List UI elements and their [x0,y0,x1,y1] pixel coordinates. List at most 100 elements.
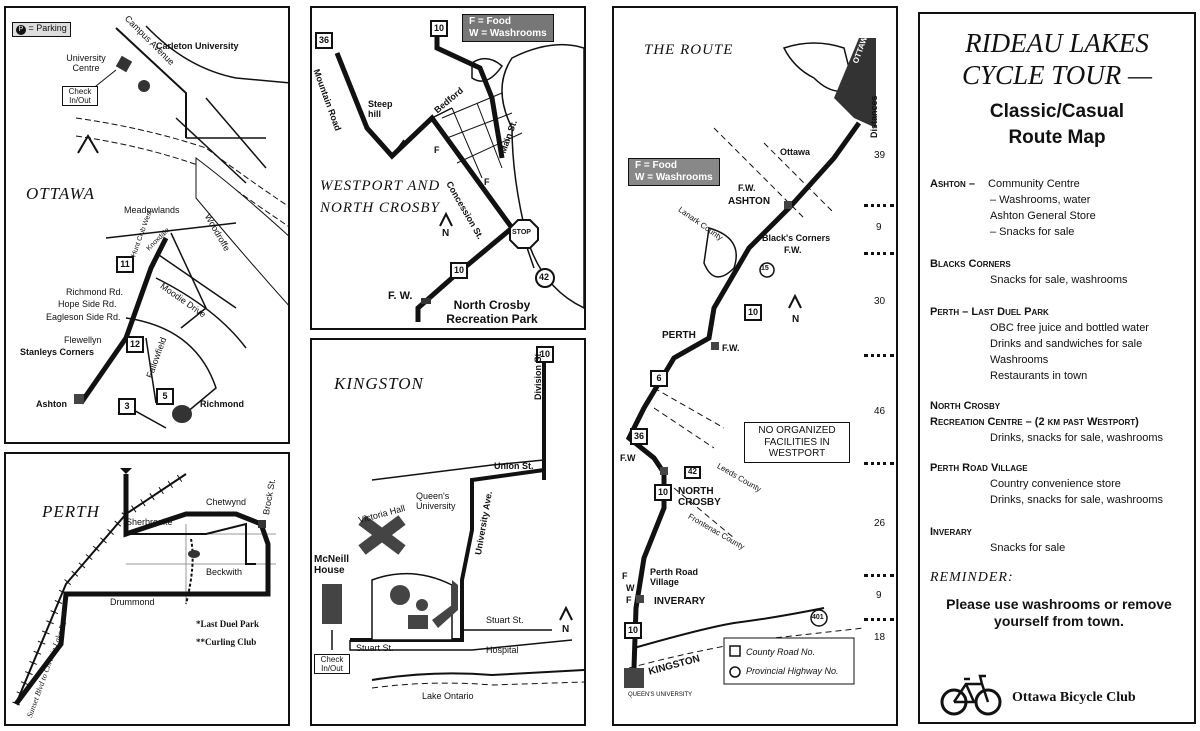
route-county-road-10-c: 10 [624,622,642,639]
westport-map-drawing [334,28,584,322]
westport-fw-marker: F. W. [388,290,413,302]
distance-4: 46 [874,406,886,417]
no-facilities-label: NO ORGANIZED FACILITIES IN WESTPORT [744,422,850,463]
perth-road-w-marker: W [626,583,635,593]
provincial-hwy-legend: Provincial Highway No. [746,666,839,676]
food-legend: F = Food [469,16,511,27]
hwy-15-label: 15 [761,265,769,272]
route-county-road-6: 6 [650,370,668,387]
ashton-label: Ashton [36,399,67,409]
legend-blacks-line-1: Snacks for sale, washrooms [990,274,1128,286]
westport-title-1: WESTPORT AND [320,178,441,194]
perth-map-drawing [12,468,276,706]
legend-section-north-crosby: North Crosby Recreation Centre – (2 km p… [930,398,1163,446]
steep-hill-label: Steep hill [368,99,393,119]
beckwith-label: Beckwith [206,567,243,577]
stuart-st-label-2: Stuart St. [356,643,394,653]
county-road-3: 3 [118,398,136,415]
lake-ontario-label: Lake Ontario [422,691,474,701]
distance-divider-5 [864,574,894,580]
ashton-fw-label: F.W. [738,183,756,193]
county-road-5: 5 [156,388,174,405]
distance-5: 26 [874,518,886,529]
hope-side-label: Hope Side Rd. [58,299,117,309]
route-food-legend: F = Food [635,160,677,171]
distance-1: 39 [874,150,886,161]
westport-county-road-10-top: 10 [430,20,448,37]
county-road-11: 11 [116,256,134,273]
perth-map-panel: PERTH Chetwynd Sherbrooke Brock St. Beck… [4,452,290,726]
mcneill-label: McNeill House [314,554,350,576]
last-duel-label: *Last Duel Park [196,619,259,629]
legend-perth-line-4: Restaurants in town [990,370,1088,382]
route-washrooms-legend: W = Washrooms [635,172,713,183]
sherbrooke-label: Sherbrooke [126,517,173,527]
distance-divider-1 [864,204,894,210]
ashton-route-label: ASHTON [728,196,771,207]
perth-road-label: Perth Road Village [650,567,699,587]
division-st-label: Division St. [533,350,543,400]
legend-subtitle-2: Route Map [1008,127,1106,148]
kingston-county-road-10: 10 [536,346,554,363]
route-title: THE ROUTE [644,42,734,58]
perth-route-label: PERTH [662,330,696,341]
chetwynd-label: Chetwynd [206,497,247,507]
blacks-corners-label: Black's Corners [762,233,831,243]
north-crosby-route-label: NORTH CROSBY [678,486,721,508]
route-county-road-10-b: 10 [654,484,672,501]
food-marker-2: F [484,177,490,187]
inverary-f-marker: F [626,595,632,605]
legend-perth-road-line-1: Country convenience store [990,478,1121,490]
rec-park-label: North Crosby Recreation Park [446,298,538,326]
bicycle-icon [940,674,1002,716]
route-hwy-42: 42 [684,466,701,479]
kingston-title: KINGSTON [334,374,424,393]
meadowlands-label: Meadowlands [124,205,180,215]
route-county-road-36: 36 [630,428,648,445]
legend-inverary-line-1: Snacks for sale [990,542,1066,554]
university-centre-label: University Centre [66,53,106,73]
kingston-north-label: N [562,624,570,635]
distance-6: 9 [876,590,882,601]
reminder-label: REMINDER: [930,570,1014,585]
reminder-text: Please use washrooms or remove yourself … [946,596,1172,629]
club-name: Ottawa Bicycle Club [1012,690,1136,705]
queens-route-label: QUEEN'S UNIVERSITY [628,692,693,698]
route-county-road-10-a: 10 [744,304,762,321]
legend-perth-head: Perth – Last Duel Park [930,306,1049,318]
distances-label: Distances [869,95,879,138]
parking-legend-text: = Parking [28,23,67,33]
legend-crosby-head-2: Recreation Centre – (2 km past Westport) [930,416,1139,428]
legend-ashton-line-1: Community Centre [988,178,1080,190]
distance-7: 18 [874,632,886,643]
stanleys-corners-label: Stanleys Corners [20,347,95,357]
queens-label: Queen's University [416,491,456,511]
richmond-label: Richmond [200,399,244,409]
distance-3: 30 [874,296,886,307]
perth-title: PERTH [42,502,100,521]
stuart-st-label-1: Stuart St. [486,615,524,625]
inverary-route-label: INVERARY [654,596,706,607]
curling-label: **Curling Club [196,637,257,647]
drummond-label: Drummond [110,597,155,607]
ottawa-title: OTTAWA [26,184,96,203]
distance-divider-2 [864,252,894,258]
hospital-label: Hospital [486,645,519,655]
check-in-out-label: Check In/Out [62,86,98,107]
legend-perth-line-3: Washrooms [990,354,1049,366]
county-road-12: 12 [126,336,144,353]
hwy-401-label: 401 [812,614,824,621]
legend-perth-line-2: Drinks and sandwiches for sale [990,338,1143,350]
blacks-fw-label: F.W. [784,245,802,255]
westport-county-road-10-bottom: 10 [450,262,468,279]
food-marker-1: F [434,145,440,155]
legend-blacks-head: Blacks Corners [930,258,1011,270]
legend-crosby-line-1: Drinks, snacks for sale, washrooms [990,432,1163,444]
legend-section-perth-road: Perth Road Village Country convenience s… [930,460,1163,508]
legend-perth-road-line-2: Drinks, snacks for sale, washrooms [990,494,1163,506]
route-north-label: N [792,314,800,325]
